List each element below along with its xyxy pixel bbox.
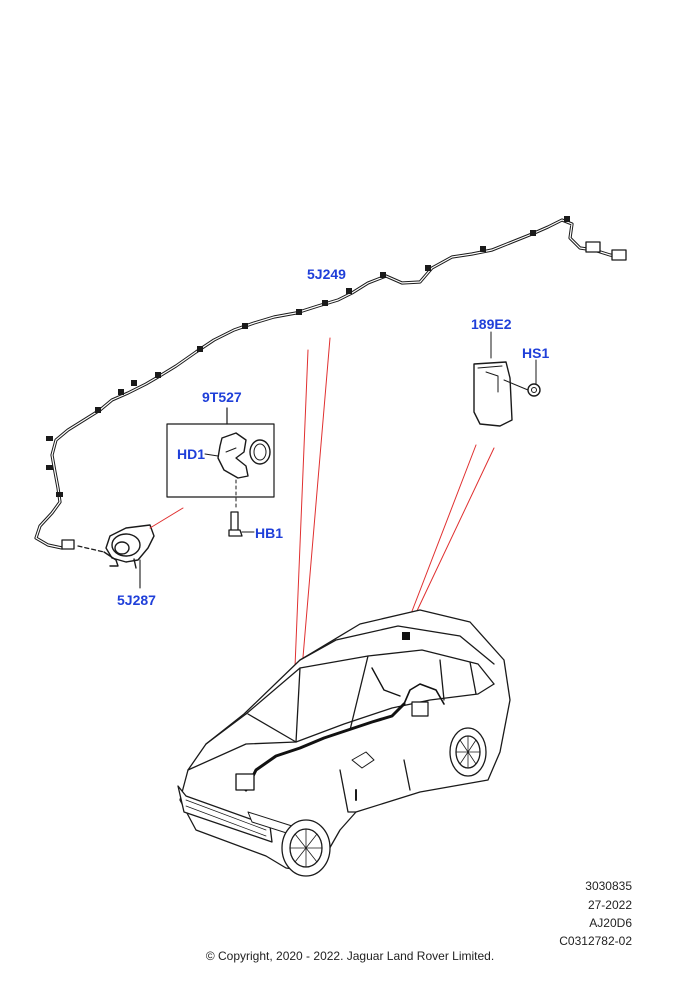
part-reference-number: 3030835 [585,879,632,893]
vehicle-outline [177,609,511,877]
callout-189e2[interactable]: 189E2 [471,316,512,332]
bracket-kit-9t527[interactable] [166,407,275,537]
callout-5j287[interactable]: 5J287 [117,592,156,608]
callout-hb1[interactable]: HB1 [255,525,284,541]
pump-5j287[interactable] [103,524,155,589]
callout-hd1[interactable]: HD1 [177,446,206,462]
reservoir-189e2[interactable] [473,331,541,427]
callout-9t527[interactable]: 9T527 [202,389,242,405]
harness-5j249[interactable] [34,216,627,553]
model-code: AJ20D6 [589,916,632,930]
callout-5j249[interactable]: 5J249 [307,266,346,282]
vehicle-harness-highlight [235,632,445,792]
copyright-notice: © Copyright, 2020 - 2022. Jaguar Land Ro… [205,949,495,963]
date-code: 27-2022 [587,898,632,912]
callout-hs1[interactable]: HS1 [522,345,550,361]
illustration-code: C0312782-02 [559,934,632,948]
